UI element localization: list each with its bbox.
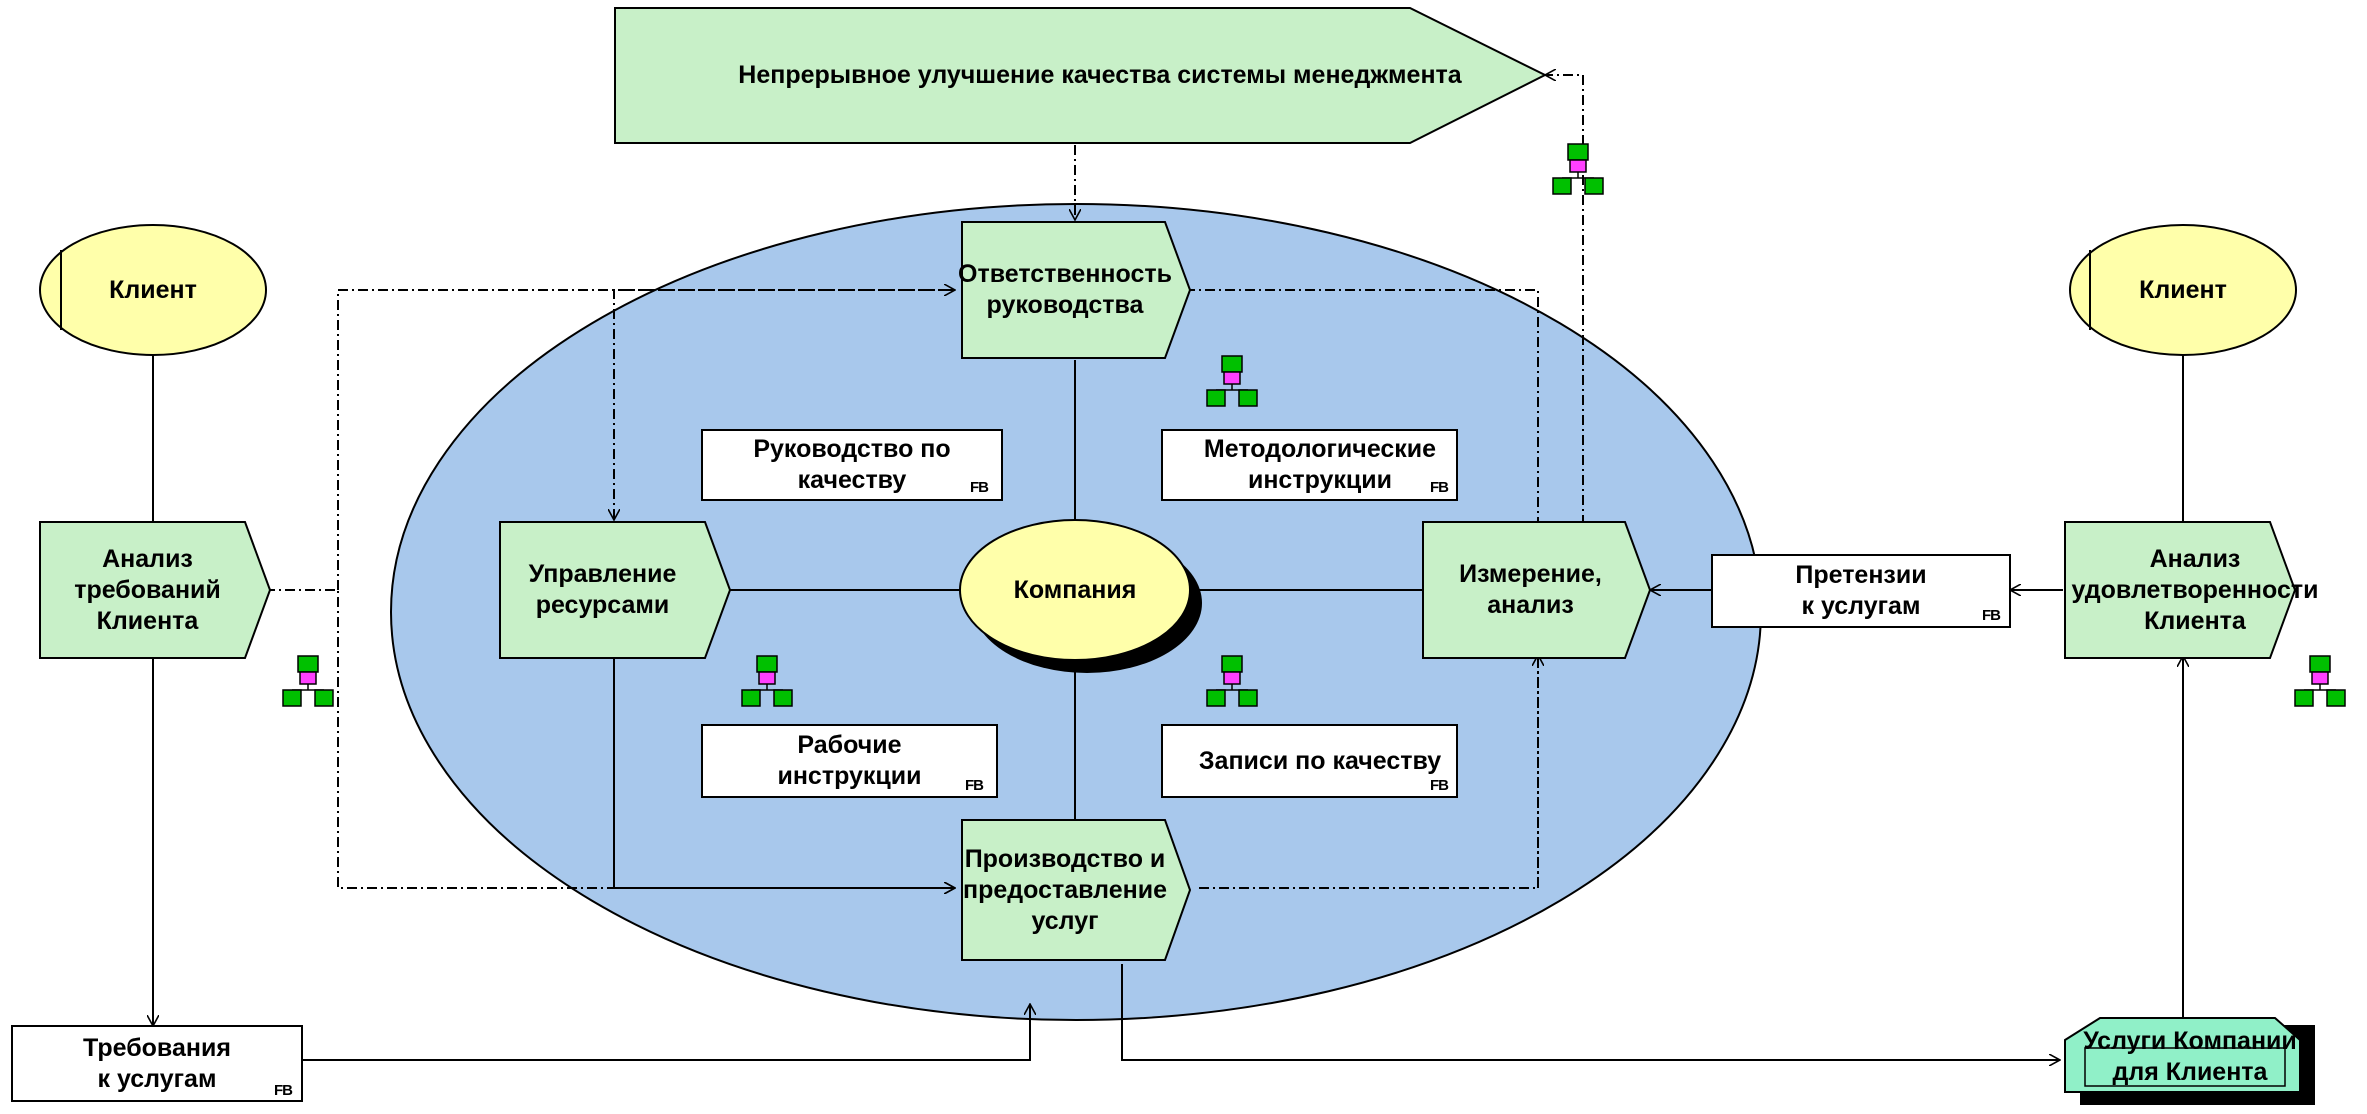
doc-method-instructions[interactable] [1161, 429, 1458, 501]
doc-quality-manual[interactable] [701, 429, 1003, 501]
doc-work-instructions[interactable] [701, 724, 998, 798]
org-unit-icon [1206, 355, 1258, 407]
org-unit-icon [1552, 143, 1604, 195]
client-left[interactable] [39, 224, 267, 356]
org-unit-icon [741, 655, 793, 707]
client-right[interactable] [2069, 224, 2297, 356]
service-requirements-fb-badge: FB [274, 1082, 293, 1099]
org-unit-icon [1206, 655, 1258, 707]
method-instructions-fb-badge: FB [1430, 479, 1449, 496]
claims-fb-badge: FB [1982, 607, 2001, 624]
quality-records-fb-badge: FB [1430, 777, 1449, 794]
connectors [153, 355, 2183, 1060]
company-node[interactable] [959, 519, 1191, 661]
top-goal-shape[interactable] [614, 7, 1548, 144]
function-management-responsibility[interactable] [961, 221, 1192, 359]
product-inner [2084, 1047, 2286, 1087]
function-satisfaction-analysis[interactable] [2064, 521, 2297, 659]
function-requirements-analysis[interactable] [39, 521, 272, 659]
org-icons [282, 143, 2346, 707]
dash-connectors [265, 75, 1584, 888]
doc-claims[interactable] [1711, 554, 2011, 628]
doc-service-requirements[interactable] [11, 1025, 303, 1102]
org-unit-icon [2294, 655, 2346, 707]
function-measurement-analysis[interactable] [1422, 521, 1652, 659]
org-unit-icon [282, 655, 334, 707]
work-instructions-fb-badge: FB [965, 777, 984, 794]
quality-manual-fb-badge: FB [970, 479, 989, 496]
function-production[interactable] [961, 819, 1192, 961]
doc-quality-records[interactable] [1161, 724, 1458, 798]
function-resource-management[interactable] [499, 521, 732, 659]
